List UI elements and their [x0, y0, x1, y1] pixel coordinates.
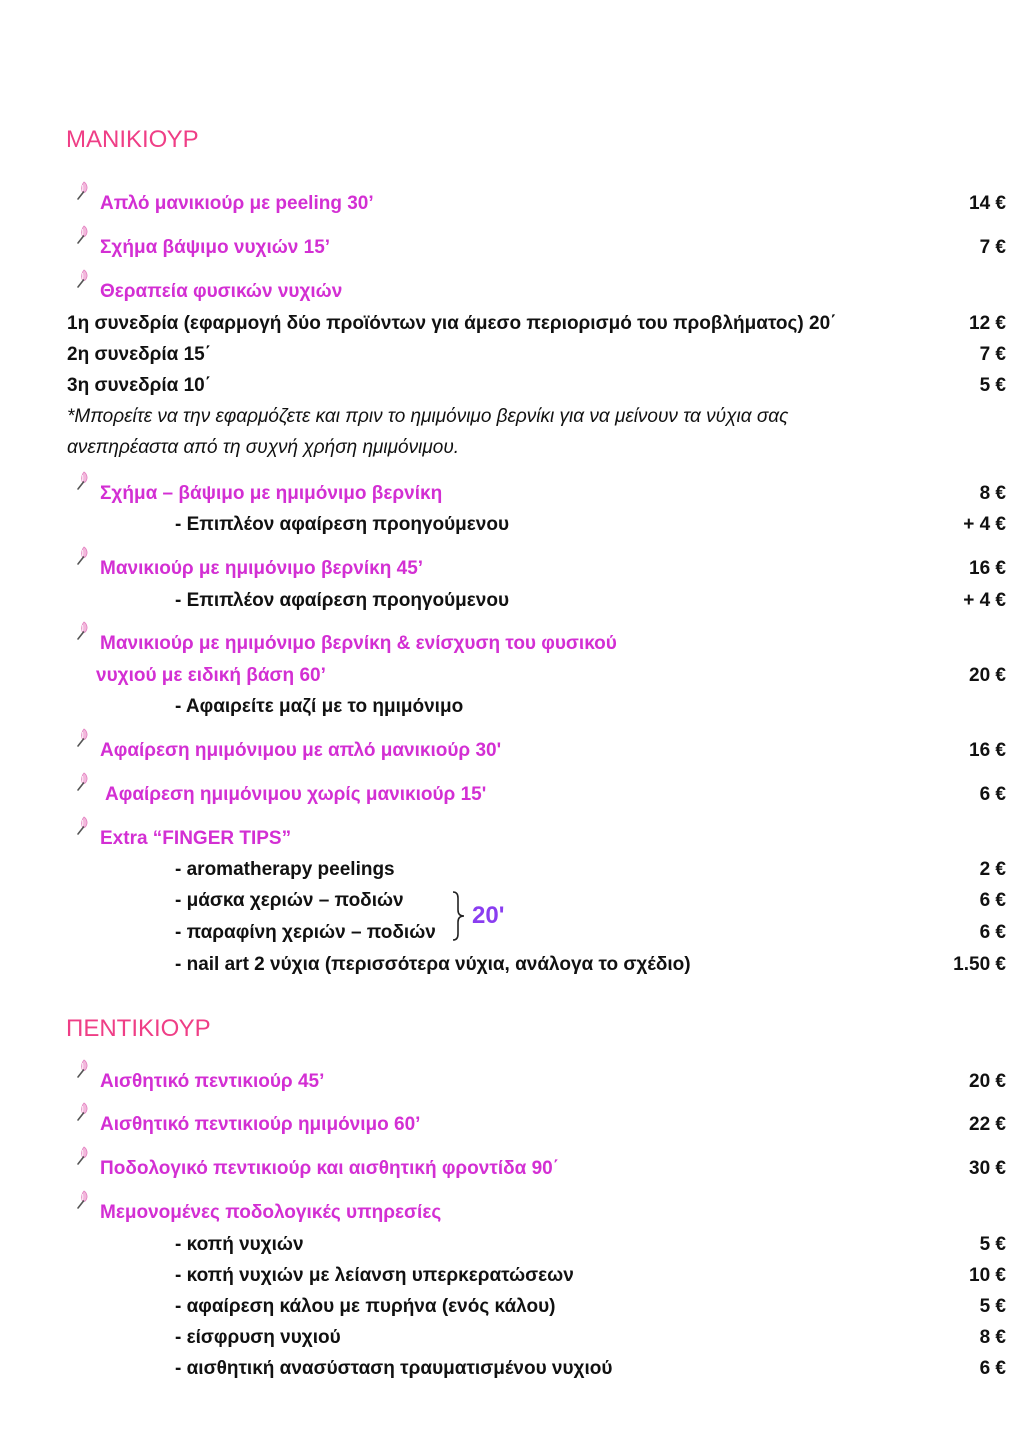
nail-polish-brush-icon: [74, 224, 96, 246]
therapy-note-line-2: ανεπηρέαστα από τη συχνή χρήση ημιμόνιμο…: [67, 437, 460, 458]
service-gel-base-line-2: νυχιού με ειδική βάση 60’: [96, 665, 326, 686]
pedicure-heading: ΠΕΝΤΙΚΙΟΥΡ: [66, 1015, 211, 1042]
podology-item-price: 5 €: [979, 1296, 1006, 1317]
therapy-session-2: 2η συνεδρία 15΄: [67, 344, 212, 365]
service-natural-nail-therapy: Θεραπεία φυσικών νυχιών: [100, 281, 343, 302]
price-gel-manicure: 16 €: [969, 558, 1006, 579]
service-finger-tips: Extra “FINGER TIPS”: [100, 828, 292, 849]
price-removal-without-manicure: 6 €: [979, 784, 1006, 805]
manicure-heading: ΜΑΝΙΚΙΟΥΡ: [66, 126, 199, 153]
price-session-2: 7 €: [979, 344, 1006, 365]
service-gel-shape: Σχήμα – βάψιμο με ημιμόνιμο βερνίκη: [100, 483, 443, 504]
service-shape-polish: Σχήμα βάψιμο νυχιών 15’: [100, 237, 331, 258]
price-removal-with-manicure: 16 €: [969, 740, 1006, 761]
price-aesthetic-pedicure: 20 €: [969, 1071, 1006, 1092]
price-aesthetic-gel-pedicure: 22 €: [969, 1114, 1006, 1135]
nail-polish-brush-icon: [74, 180, 96, 202]
podology-item: - είσφρυση νυχιού: [175, 1327, 341, 1348]
price-paraffin: 6 €: [979, 922, 1006, 943]
podology-item: - αισθητική ανασύσταση τραυματισμένου νυ…: [175, 1358, 613, 1379]
nail-polish-brush-icon: [74, 771, 96, 793]
price-mask: 6 €: [979, 890, 1006, 911]
extra-paraffin: - παραφίνη χεριών – ποδιών: [175, 922, 436, 943]
gel-shape-extra: - Επιπλέον αφαίρεση προηγούμενου: [175, 514, 510, 535]
therapy-session-3: 3η συνεδρία 10΄: [67, 375, 212, 396]
nail-polish-brush-icon: [74, 1101, 96, 1123]
nail-polish-brush-icon: [74, 815, 96, 837]
gel-base-extra: - Αφαιρείτε μαζί με το ημιμόνιμο: [175, 696, 464, 717]
service-individual-podology: Μεμονομένες ποδολογικές υπηρεσίες: [100, 1202, 442, 1223]
price-gel-shape-extra: + 4 €: [963, 514, 1006, 535]
nail-polish-brush-icon: [74, 727, 96, 749]
service-removal-with-manicure: Αφαίρεση ημιμόνιμου με απλό μανικιούρ 30…: [100, 740, 502, 761]
price-session-1: 12 €: [969, 313, 1006, 334]
podology-item-price: 8 €: [979, 1327, 1006, 1348]
therapy-note-line-1: *Μπορείτε να την εφαρμόζετε και πριν το …: [67, 406, 789, 427]
price-gel-manicure-extra: + 4 €: [963, 590, 1006, 611]
nail-polish-brush-icon: [74, 268, 96, 290]
price-session-3: 5 €: [979, 375, 1006, 396]
service-podology-pedicure: Ποδολογικό πεντικιούρ και αισθητική φρον…: [100, 1158, 560, 1179]
price-aromatherapy: 2 €: [979, 859, 1006, 880]
podology-item-price: 10 €: [969, 1265, 1006, 1286]
nail-polish-brush-icon: [74, 1145, 96, 1167]
nail-polish-brush-icon: [74, 620, 96, 642]
price-shape-polish: 7 €: [979, 237, 1006, 258]
podology-item: - κοπή νυχιών: [175, 1234, 304, 1255]
podology-item: - κοπή νυχιών με λείανση υπερκερατώσεων: [175, 1265, 574, 1286]
therapy-session-1: 1η συνεδρία (εφαρμογή δύο προϊόντων για …: [67, 313, 837, 334]
brace-icon: [452, 891, 465, 941]
service-simple-manicure: Απλό μανικιούρ με peeling 30’: [100, 193, 374, 214]
gel-manicure-extra: - Επιπλέον αφαίρεση προηγούμενου: [175, 590, 510, 611]
podology-item-price: 5 €: [979, 1234, 1006, 1255]
podology-item: - αφαίρεση κάλου με πυρήνα (ενός κάλου): [175, 1296, 556, 1317]
service-removal-without-manicure: Αφαίρεση ημιμόνιμου χωρίς μανικιούρ 15': [105, 784, 487, 805]
nail-polish-brush-icon: [74, 545, 96, 567]
nail-polish-brush-icon: [74, 470, 96, 492]
price-nail-art: 1.50 €: [953, 954, 1006, 975]
nail-polish-brush-icon: [74, 1189, 96, 1211]
price-gel-base: 20 €: [969, 665, 1006, 686]
service-aesthetic-gel-pedicure: Αισθητικό πεντικιούρ ημιμόνιμο 60’: [100, 1114, 421, 1135]
price-gel-shape: 8 €: [979, 483, 1006, 504]
service-aesthetic-pedicure: Αισθητικό πεντικιούρ 45’: [100, 1071, 325, 1092]
nail-polish-brush-icon: [74, 1058, 96, 1080]
price-podology-pedicure: 30 €: [969, 1158, 1006, 1179]
brace-duration-label: 20': [472, 902, 505, 929]
podology-item-price: 6 €: [979, 1358, 1006, 1379]
service-gel-base-line-1: Μανικιούρ με ημιμόνιμο βερνίκη & ενίσχυσ…: [100, 633, 617, 654]
extra-nail-art: - nail art 2 νύχια (περισσότερα νύχια, α…: [175, 954, 691, 975]
extra-aromatherapy: - aromatherapy peelings: [175, 859, 395, 880]
price-simple-manicure: 14 €: [969, 193, 1006, 214]
service-gel-manicure: Μανικιούρ με ημιμόνιμο βερνίκη 45’: [100, 558, 424, 579]
extra-mask: - μάσκα χεριών – ποδιών: [175, 890, 404, 911]
